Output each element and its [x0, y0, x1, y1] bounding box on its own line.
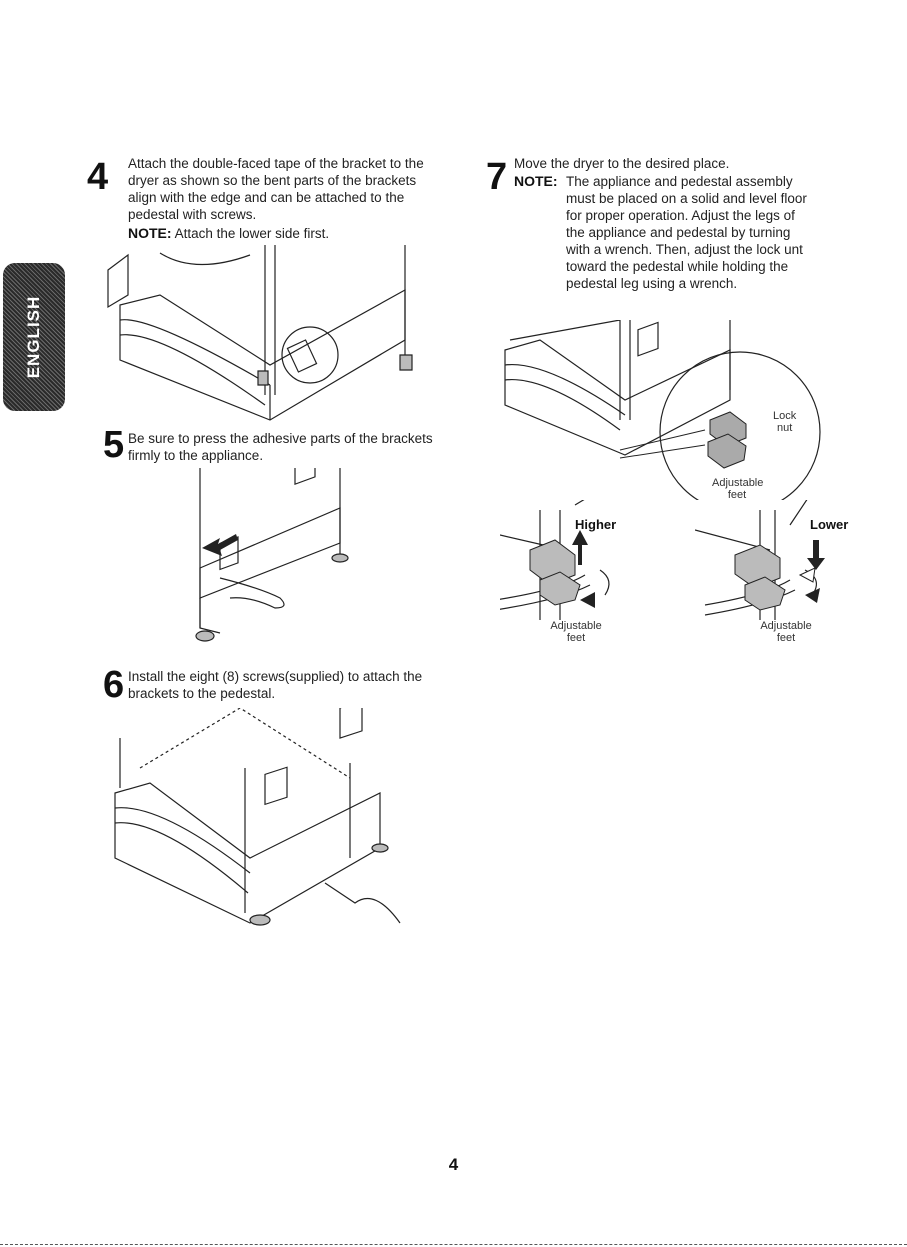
step-7-note-text: The appliance and pedestal assembly must…	[566, 174, 807, 291]
lower-label: Lower	[810, 517, 849, 532]
step-4-note-text: Attach the lower side first.	[174, 226, 330, 241]
step-5-number: 5	[103, 424, 125, 466]
adjustable-feet-left-line2: feet	[566, 632, 586, 644]
adjustable-feet-label-top: Adjustable feet	[712, 477, 764, 501]
step-4-note: NOTE: Attach the lower side first.	[128, 225, 428, 242]
page-number: 4	[448, 1155, 459, 1174]
lock-nut-label-line1: Lock	[773, 410, 797, 422]
language-tab: ENGLISH	[3, 263, 65, 411]
step-7-note-label: NOTE:	[514, 173, 558, 189]
step-4-text: Attach the double-faced tape of the brac…	[128, 156, 424, 222]
step-7-text: Move the dryer to the desired place.	[514, 156, 730, 171]
page-bottom-rule	[0, 1244, 907, 1245]
step-6-text: Install the eight (8) screws(supplied) t…	[128, 669, 423, 701]
step-4-number: 4	[87, 156, 109, 198]
step-4-note-label: NOTE:	[128, 225, 172, 241]
adjustable-feet-left-line1: Adjustable	[550, 620, 602, 632]
wrench-higher-illustration	[500, 500, 650, 620]
step-4-illustration	[100, 245, 430, 430]
adjustable-feet-top-line1: Adjustable	[712, 477, 764, 489]
step-5-text: Be sure to press the adhesive parts of t…	[128, 431, 433, 463]
wrench-lower-illustration	[695, 500, 845, 620]
language-tab-label: ENGLISH	[24, 295, 43, 379]
step-6-illustration	[100, 708, 410, 933]
lock-nut-label-line2: nut	[777, 422, 793, 434]
higher-label: Higher	[575, 517, 617, 532]
adjustable-feet-right-line2: feet	[776, 632, 796, 644]
adjustable-feet-label-right: Adjustable feet	[757, 620, 815, 644]
adjustable-feet-right-line1: Adjustable	[760, 620, 812, 632]
lock-nut-label: Lock nut	[773, 410, 796, 434]
adjustable-feet-label-left: Adjustable feet	[547, 620, 605, 644]
step-7-note: NOTE: The appliance and pedestal assembl…	[514, 173, 824, 292]
adjustable-feet-top-line2: feet	[727, 489, 747, 501]
step-5-illustration	[180, 468, 360, 648]
step-7-illustration	[500, 320, 830, 500]
step-7-number: 7	[486, 156, 508, 198]
step-6-number: 6	[103, 664, 125, 706]
